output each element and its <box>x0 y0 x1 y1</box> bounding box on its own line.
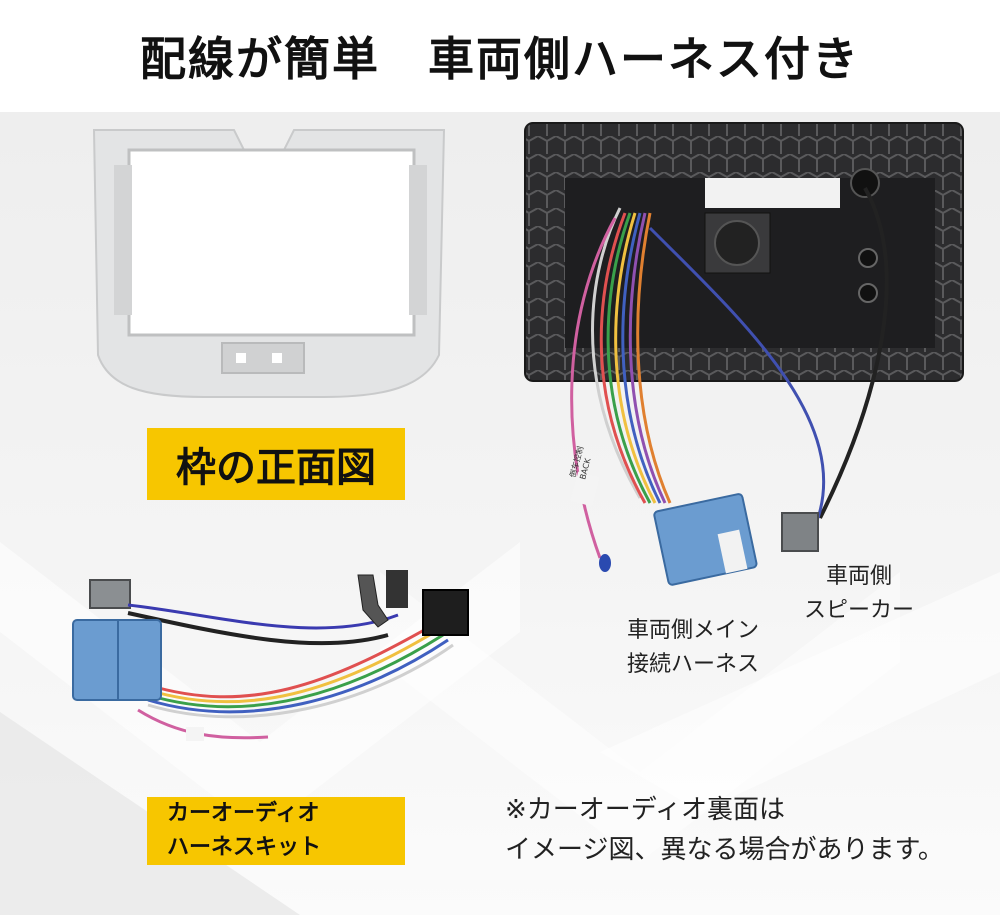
page-title: 配線が簡単 車両側ハーネス付き <box>140 32 860 86</box>
vehicle-speaker-label-line2: スピーカー <box>803 598 914 623</box>
header: 配線が簡単 車両側ハーネス付き <box>0 0 1000 112</box>
vehicle-main-harness-label-line1: 車両側メイン <box>626 618 759 643</box>
harness-kit-label-line2: ハーネスキット <box>167 835 322 860</box>
harness-kit-label: カーオーディオ ハーネスキット <box>147 797 405 865</box>
disclaimer-note-line1: ※カーオーディオ裏面は <box>505 795 785 825</box>
head-unit-back-image: 倒车控制 BACK <box>524 122 964 586</box>
vehicle-main-harness-label-line2: 接続ハーネス <box>626 652 759 677</box>
frame-front-label: 枠の正面図 <box>147 428 405 500</box>
vehicle-main-harness-label: 車両側メイン 接続ハーネス <box>608 614 778 682</box>
frame-front-image <box>92 129 446 398</box>
harness-kit-label-line1: カーオーディオ <box>167 801 320 826</box>
harness-kit-image <box>72 570 469 741</box>
vehicle-speaker-label: 車両側 スピーカー <box>794 560 924 628</box>
disclaimer-note-line2: イメージ図、異なる場合があります。 <box>505 835 944 865</box>
vehicle-speaker-label-line1: 車両側 <box>825 564 892 589</box>
disclaimer-note: ※カーオーディオ裏面は イメージ図、異なる場合があります。 <box>505 790 944 870</box>
